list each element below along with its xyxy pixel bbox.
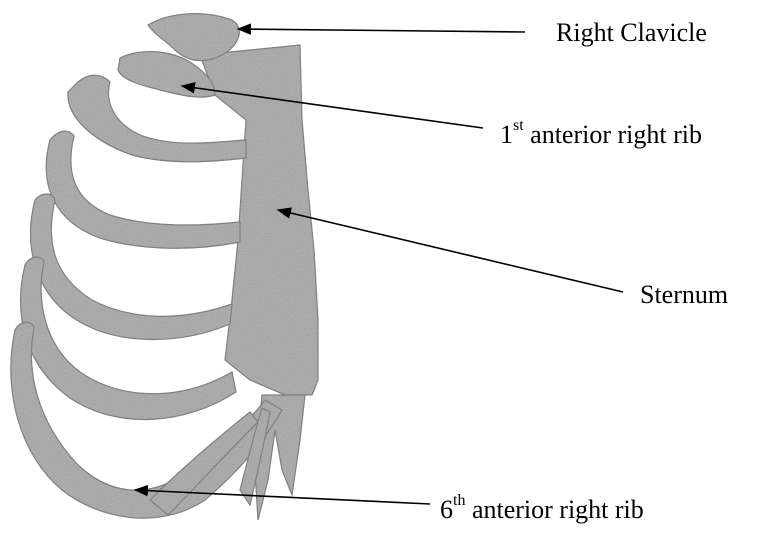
first-anterior-rib-label: 1st anterior right rib bbox=[500, 122, 702, 148]
callouts bbox=[135, 29, 623, 504]
sixth-anterior-rib-label: 6th anterior right rib bbox=[440, 497, 644, 523]
sternum-text: Sternum bbox=[640, 280, 728, 309]
rib-cage bbox=[11, 14, 318, 520]
rib1-text: anterior right rib bbox=[524, 120, 702, 149]
rib6-number: 6 bbox=[440, 495, 453, 524]
rib-4-shape bbox=[31, 194, 232, 340]
right-clavicle-label: Right Clavicle bbox=[556, 20, 707, 46]
rib1-number: 1 bbox=[500, 120, 513, 149]
rib1-ordinal-suffix: st bbox=[513, 117, 524, 134]
rib6-text: anterior right rib bbox=[465, 495, 643, 524]
clavicle-pointer bbox=[238, 29, 525, 32]
sternum-label: Sternum bbox=[640, 282, 728, 308]
sternum-pointer bbox=[278, 210, 623, 292]
rib1-pointer bbox=[182, 86, 483, 128]
right-clavicle-text: Right Clavicle bbox=[556, 18, 707, 47]
rib6-ordinal-suffix: th bbox=[453, 492, 465, 509]
